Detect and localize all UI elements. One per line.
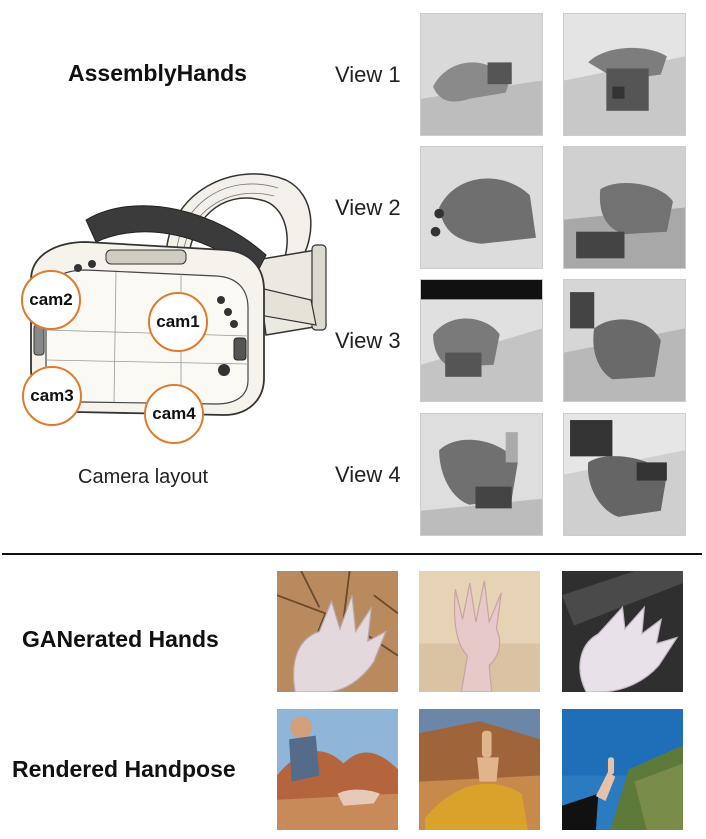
rendered-handpose-title: Rendered Handpose [12,756,236,782]
view1-image-a [420,13,543,136]
camera-label: cam4 [152,404,196,423]
view4-image-a [420,413,543,536]
view4-image-b [563,413,686,536]
ganerated-hands-title: GANerated Hands [22,626,219,652]
camera-label: cam2 [29,290,73,309]
view-label-3: View 3 [335,328,401,353]
camera-marker-cam1: cam1 [148,292,208,352]
camera-marker-cam3: cam3 [22,366,82,426]
ganerated-image-1 [277,571,398,692]
camera-label: cam3 [30,386,74,405]
rendered-image-3 [562,709,683,830]
view-label-1: View 1 [335,62,401,87]
camera-label: cam1 [156,312,200,331]
ganerated-image-3 [562,571,683,692]
view-label-4: View 4 [335,462,401,487]
view3-image-b [563,279,686,402]
rendered-image-2 [419,709,540,830]
camera-marker-cam2: cam2 [21,270,81,330]
view2-image-b [563,146,686,269]
section-divider [2,553,702,555]
view-label-2: View 2 [335,195,401,220]
view1-image-b [563,13,686,136]
assemblyhands-title: AssemblyHands [68,60,247,86]
view2-image-a [420,146,543,269]
ganerated-image-2 [419,571,540,692]
rendered-image-1 [277,709,398,830]
view3-image-a [420,279,543,402]
camera-layout-caption: Camera layout [78,466,209,488]
camera-marker-cam4: cam4 [144,384,204,444]
